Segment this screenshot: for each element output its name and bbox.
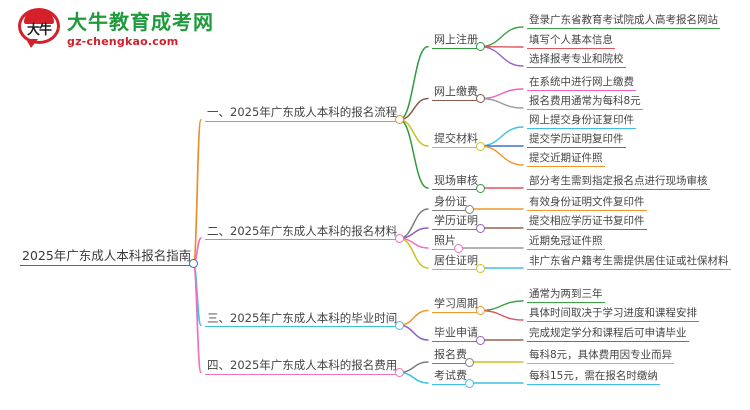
subnode-1-3[interactable]: 提交材料: [432, 132, 480, 149]
subnode-2-4[interactable]: 居住证明: [432, 254, 480, 271]
logo-brand-name: 大牛教育成考网: [67, 9, 214, 34]
branch-node-2[interactable]: 二、2025年广东成人本科的报名材料: [205, 225, 400, 241]
root-node[interactable]: 2025年广东成人本科报名指南: [20, 249, 194, 267]
logo-mark-text: 大牛: [26, 23, 52, 38]
leaf-node-1-3-3[interactable]: 提交近期证件照: [527, 152, 605, 168]
subnode-dot-2-2[interactable]: [475, 223, 485, 233]
subnode-dot-1-3[interactable]: [475, 141, 485, 151]
leaf-node-1-3-2[interactable]: 提交学历证明复印件: [527, 133, 626, 149]
branch-node-dot-1[interactable]: [394, 115, 404, 125]
subnode-2-1[interactable]: 身份证: [432, 195, 469, 212]
subnode-2-3[interactable]: 照片: [432, 234, 458, 251]
subnode-4-1[interactable]: 报名费: [432, 348, 469, 365]
subnode-dot-2-4[interactable]: [475, 263, 485, 273]
logo-brand-url: gz-chengkao.com: [67, 34, 179, 48]
leaf-node-1-2-1[interactable]: 在系统中进行网上缴费: [527, 76, 636, 92]
subnode-dot-1-1[interactable]: [475, 42, 485, 52]
subnode-dot-2-1[interactable]: [464, 204, 474, 214]
leaf-node-1-1-2[interactable]: 填写个人基本信息: [527, 34, 615, 50]
subnode-dot-2-3[interactable]: [453, 243, 463, 253]
subnode-3-1[interactable]: 学习周期: [432, 297, 480, 313]
leaf-node-1-1-3[interactable]: 选择报考专业和院校: [527, 53, 626, 69]
subnode-2-2[interactable]: 学历证明: [432, 214, 480, 231]
subnode-dot-1-4[interactable]: [475, 183, 485, 193]
leaf-node-1-3-1[interactable]: 网上提交身份证复印件: [527, 114, 636, 130]
branch-node-1[interactable]: 一、2025年广东成人本科的报名流程: [205, 106, 400, 122]
subnode-dot-3-1[interactable]: [475, 306, 485, 315]
subnode-dot-4-1[interactable]: [464, 357, 474, 367]
leaf-node-1-2-2[interactable]: 报名费用通常为每科8元: [527, 95, 643, 111]
leaf-node-2-2-1[interactable]: 提交相应学历证书复印件: [527, 215, 647, 231]
leaf-node-2-4-1[interactable]: 非广东省户籍考生需提供居住证或社保材料: [527, 255, 731, 271]
branch-node-3[interactable]: 三、2025年广东成人本科的毕业时间: [205, 312, 400, 328]
leaf-node-1-4-1[interactable]: 部分考生需到指定报名点进行现场审核: [527, 175, 710, 191]
leaf-node-2-3-1[interactable]: 近期免冠证件照: [527, 235, 605, 251]
leaf-node-2-1-1[interactable]: 有效身份证明文件复印件: [527, 196, 647, 212]
subnode-1-2[interactable]: 网上缴费: [432, 85, 480, 101]
leaf-node-1-1-1[interactable]: 登录广东省教育考试院成人高考报名网站: [527, 14, 720, 30]
leaf-node-4-2-1[interactable]: 每科15元，需在报名时缴纳: [527, 370, 660, 386]
branch-node-dot-3[interactable]: [394, 320, 404, 330]
site-logo[interactable]: 大牛 大牛教育成考网 gz-chengkao.com: [18, 8, 214, 50]
logo-bubble-icon: 大牛: [18, 8, 60, 50]
subnode-dot-1-2[interactable]: [475, 94, 485, 103]
leaf-node-3-1-2[interactable]: 具体时间取决于学习进度和课程安排: [527, 307, 699, 323]
subnode-3-2[interactable]: 毕业申请: [432, 326, 480, 343]
branch-node-dot-4[interactable]: [394, 368, 404, 377]
subnode-dot-4-2[interactable]: [464, 378, 474, 388]
subnode-4-2[interactable]: 考试费: [432, 369, 469, 386]
root-node-dot[interactable]: [188, 259, 198, 269]
leaf-node-3-2-1[interactable]: 完成规定学分和课程后可申请毕业: [527, 327, 689, 343]
leaf-node-4-1-1[interactable]: 每科8元，具体费用因专业而异: [527, 349, 675, 365]
branch-node-4[interactable]: 四、2025年广东成人本科的报名费用: [205, 359, 400, 375]
subnode-dot-3-2[interactable]: [475, 335, 485, 345]
branch-node-dot-2[interactable]: [394, 233, 404, 243]
subnode-1-4[interactable]: 现场审核: [432, 174, 480, 191]
leaf-node-3-1-1[interactable]: 通常为两到三年: [527, 288, 605, 304]
subnode-1-1[interactable]: 网上注册: [432, 33, 480, 49]
